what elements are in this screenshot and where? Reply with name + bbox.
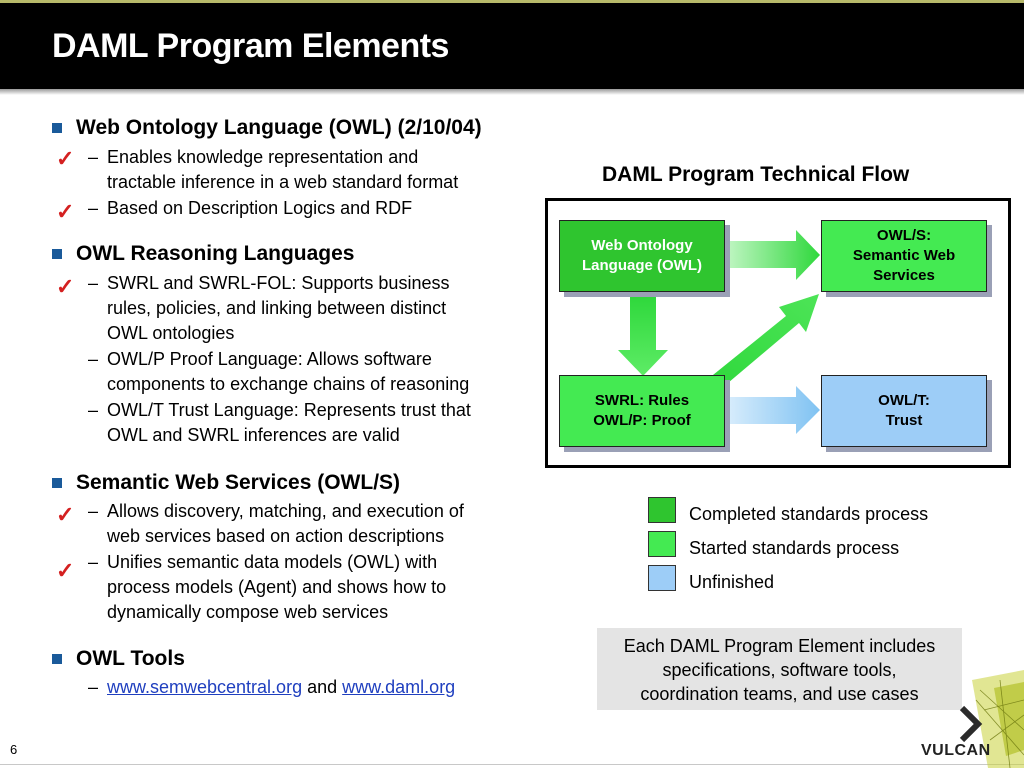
slide-title: DAML Program Elements <box>52 27 449 65</box>
legend-swatch <box>648 531 676 557</box>
title-bar: DAML Program Elements <box>0 3 1024 89</box>
diagram-title: DAML Program Technical Flow <box>602 163 910 186</box>
vulcan-logo-text: VULCAN <box>921 742 991 759</box>
check-icon: ✓ <box>56 502 75 527</box>
daml-link[interactable]: www.daml.org <box>342 677 456 697</box>
top-accent-line <box>0 0 1024 3</box>
node-web-ontology-language: Web Ontology Language (OWL) <box>559 220 725 292</box>
legend-swatch <box>648 565 676 591</box>
check-icon: ✓ <box>56 558 75 583</box>
check-icon: ✓ <box>56 199 75 224</box>
note-box: Each DAML Program Element includes speci… <box>597 628 962 710</box>
check-icon: ✓ <box>56 274 75 299</box>
node-owl-s: OWL/S: Semantic Web Services <box>821 220 987 292</box>
semwebcentral-link[interactable]: www.semwebcentral.org <box>107 677 303 697</box>
slide-number: 6 <box>10 742 18 757</box>
legend-swatch <box>648 497 676 523</box>
footer-line <box>0 764 1024 765</box>
bullet-square-icon <box>52 654 62 664</box>
bullet-square-icon <box>52 249 62 259</box>
check-icon: ✓ <box>56 146 75 171</box>
title-bar-shadow <box>0 89 1024 95</box>
bullet-square-icon <box>52 123 62 133</box>
bullet-square-icon <box>52 478 62 488</box>
node-swrl: SWRL: Rules OWL/P: Proof <box>559 375 725 447</box>
node-owl-t: OWL/T: Trust <box>821 375 987 447</box>
vulcan-logo-icon <box>959 670 1024 768</box>
